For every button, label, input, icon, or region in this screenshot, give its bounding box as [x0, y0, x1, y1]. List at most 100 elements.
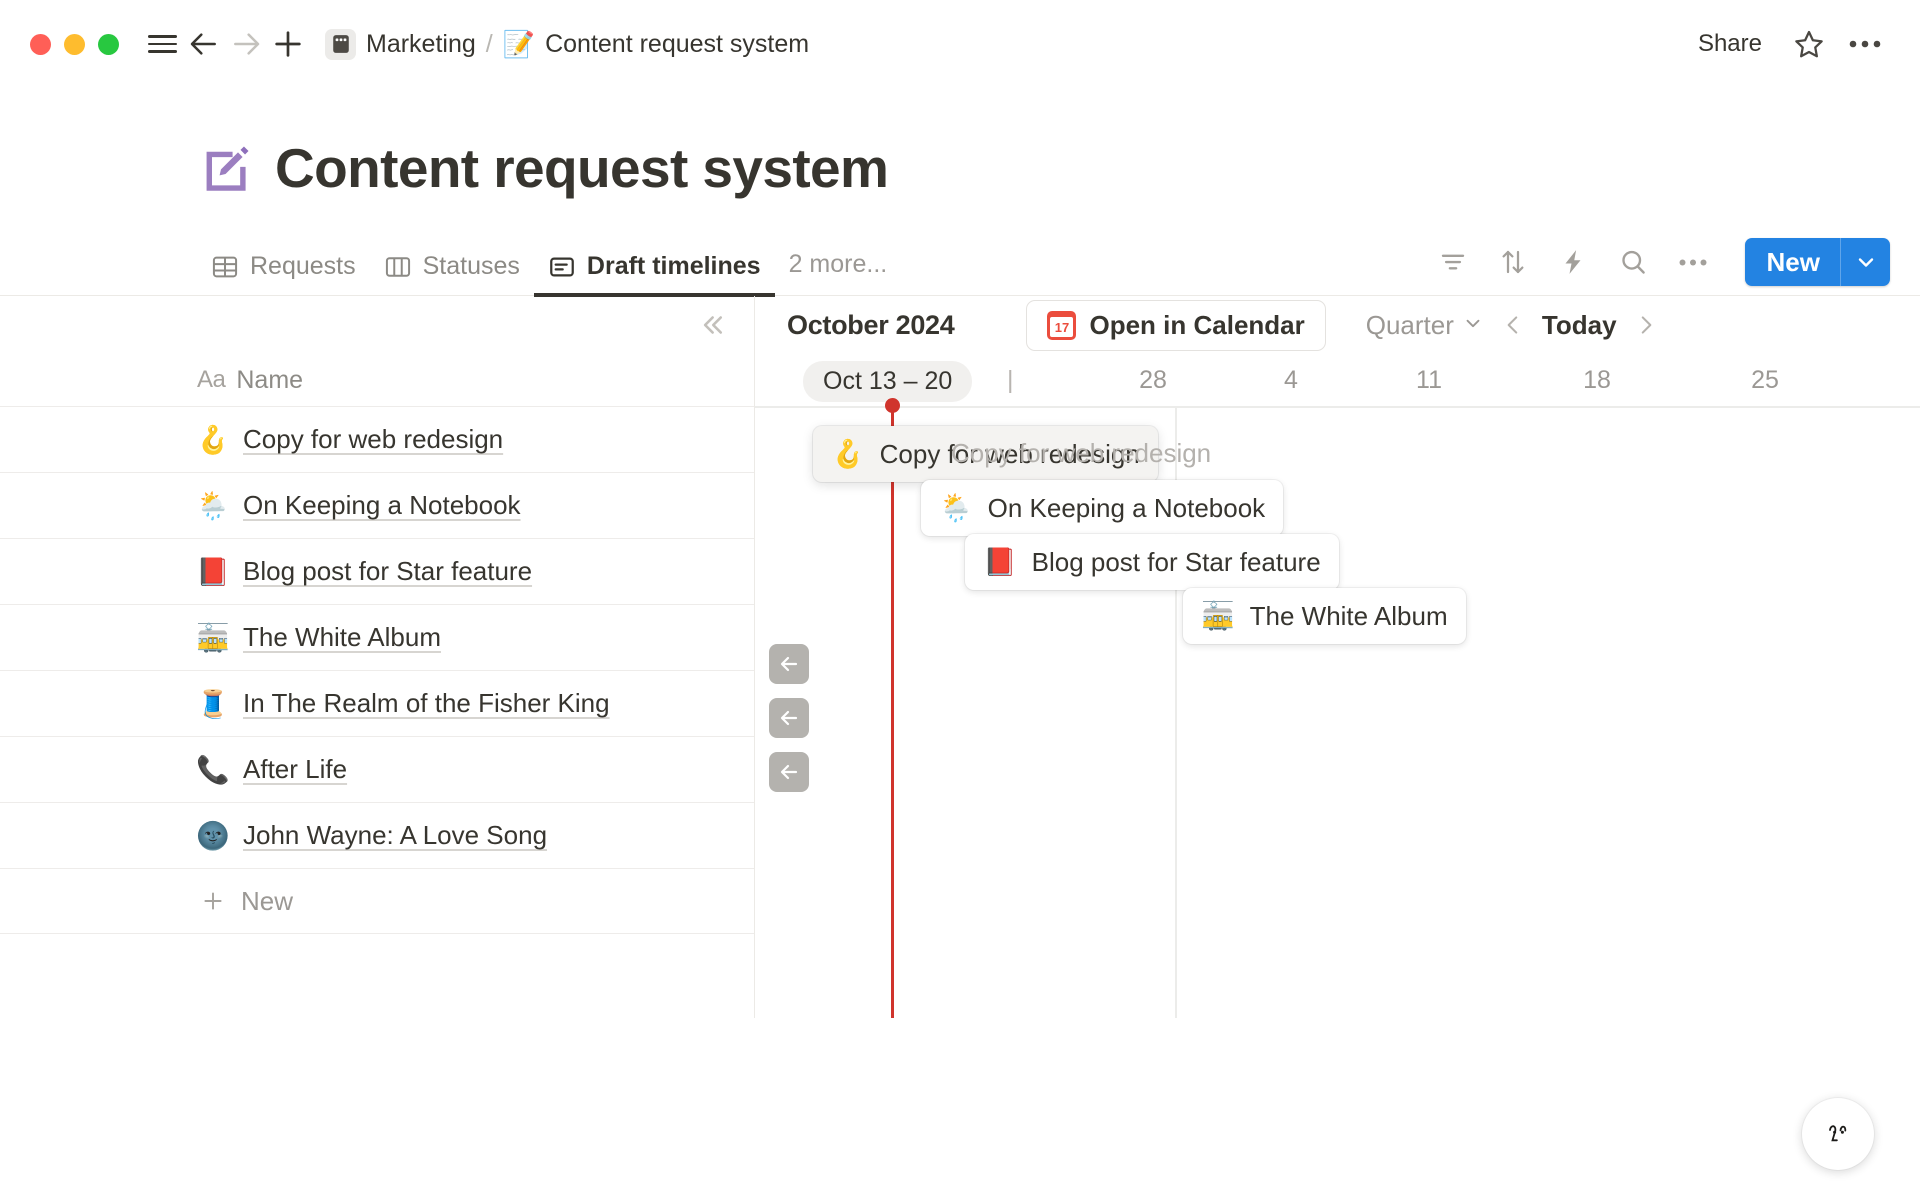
forward-arrow-icon[interactable]	[225, 23, 267, 65]
card-label: Blog post for Star feature	[1031, 546, 1321, 577]
list-item[interactable]: 🌚 John Wayne: A Love Song	[0, 802, 754, 868]
scale-tick: 11	[1416, 366, 1442, 394]
scale-tick: 25	[1751, 366, 1779, 394]
timeline-grid[interactable]: 🪝 Copy for web redesign Copy for web red…	[755, 398, 1920, 1018]
item-emoji: 📞	[196, 754, 230, 785]
scroll-to-item-chip[interactable]	[769, 644, 809, 684]
share-button[interactable]: Share	[1697, 30, 1762, 57]
new-row-label: New	[241, 885, 294, 916]
card-emoji: 🌦️	[939, 493, 973, 523]
filter-icon[interactable]	[1433, 242, 1473, 282]
new-page-icon[interactable]	[267, 23, 309, 65]
item-name: John Wayne: A Love Song	[243, 820, 548, 850]
breadcrumb-label: Marketing	[366, 29, 476, 58]
scale-tick: 4	[1284, 366, 1298, 394]
list-item[interactable]: 📕 Blog post for Star feature	[0, 538, 754, 604]
tab-requests[interactable]: Requests	[197, 238, 370, 295]
collapse-icon[interactable]	[692, 305, 732, 345]
timeline-card[interactable]: 📕 Blog post for Star feature	[965, 534, 1339, 590]
close-button[interactable]	[30, 33, 51, 55]
search-icon[interactable]	[1613, 242, 1653, 282]
list-item[interactable]: 📞 After Life	[0, 736, 754, 802]
zoom-button[interactable]	[98, 33, 119, 55]
scroll-to-item-chip[interactable]	[769, 752, 809, 792]
card-emoji: 📕	[983, 547, 1017, 577]
card-emoji: 🪝	[831, 439, 865, 469]
minimize-button[interactable]	[64, 33, 85, 55]
help-widget-button[interactable]	[1802, 1098, 1874, 1170]
star-icon[interactable]	[1788, 23, 1830, 65]
grid-line	[755, 406, 1920, 408]
timeline-card[interactable]: 🌦️ On Keeping a Notebook	[921, 480, 1284, 536]
list-item[interactable]: 🌦️ On Keeping a Notebook	[0, 472, 754, 538]
sidebar-toggle-icon[interactable]	[141, 23, 183, 65]
tab-label: Statuses	[422, 252, 520, 280]
new-button-group: New	[1744, 238, 1890, 286]
chevron-right-icon[interactable]	[1625, 304, 1667, 346]
item-name: On Keeping a Notebook	[243, 490, 521, 520]
today-button[interactable]: Today	[1541, 309, 1617, 340]
page-emoji-icon[interactable]	[197, 140, 253, 196]
item-emoji: 📕	[196, 556, 230, 587]
sort-icon[interactable]	[1493, 242, 1533, 282]
card-label: The White Album	[1249, 600, 1448, 631]
text-property-icon: Aa	[197, 366, 226, 393]
back-arrow-icon[interactable]	[183, 23, 225, 65]
scroll-to-item-chip[interactable]	[769, 698, 809, 738]
page-title: Content request system	[275, 137, 889, 199]
calendar-day: 17	[1050, 317, 1074, 337]
zoom-level-label: Quarter	[1365, 309, 1454, 340]
tab-more[interactable]: 2 more...	[788, 250, 888, 278]
breadcrumb-item-marketing[interactable]: Marketing	[319, 26, 482, 63]
board-icon	[384, 253, 412, 281]
today-marker-line	[884, 398, 900, 1018]
breadcrumb-label: Content request system	[545, 29, 810, 58]
left-panel-topbar	[0, 296, 754, 354]
more-icon[interactable]	[1844, 23, 1886, 65]
timeline-view: Aa Name 🪝 Copy for web redesign 🌦️ On Ke…	[0, 296, 1920, 1018]
tab-statuses[interactable]: Statuses	[370, 238, 534, 295]
plus-icon	[197, 888, 229, 914]
breadcrumb-item-content-request-system[interactable]: 📝 Content request system	[497, 26, 815, 63]
open-in-calendar-button[interactable]: 17 Open in Calendar	[1026, 299, 1326, 351]
breadcrumb-separator: /	[485, 29, 493, 58]
zoom-level-select[interactable]: Quarter	[1358, 306, 1492, 345]
card-label: On Keeping a Notebook	[987, 492, 1266, 523]
list-item[interactable]: 🧵 In The Realm of the Fisher King	[0, 670, 754, 736]
grid-line	[1175, 406, 1177, 1018]
scale-tick: 18	[1583, 366, 1611, 394]
timeline-card[interactable]: 🪝 Copy for web redesign	[813, 426, 1158, 482]
breadcrumb: Marketing / 📝 Content request system	[319, 26, 815, 63]
tab-draft-timelines[interactable]: Draft timelines	[533, 238, 775, 297]
scale-tick: 28	[1139, 366, 1167, 394]
timeline-date-scale: Oct 13 – 20 | 28 4 11 18 25	[755, 354, 1920, 406]
timeline-card[interactable]: 🚋 The White Album	[1183, 588, 1466, 644]
memo-emoji: 📝	[502, 28, 536, 59]
item-name: In The Realm of the Fisher King	[243, 688, 610, 718]
item-emoji: 🚋	[196, 622, 230, 653]
list-item[interactable]: 🪝 Copy for web redesign	[0, 406, 754, 472]
lightning-icon[interactable]	[1553, 242, 1593, 282]
chevron-down-icon	[1462, 310, 1484, 341]
new-button[interactable]: New	[1766, 246, 1820, 277]
date-range-pill[interactable]: Oct 13 – 20	[803, 361, 973, 402]
chevron-left-icon[interactable]	[1492, 304, 1534, 346]
timeline-month-label: October 2024	[787, 309, 955, 340]
item-emoji: 🧵	[196, 688, 230, 719]
card-emoji: 🚋	[1201, 601, 1235, 631]
scale-tick: |	[1007, 366, 1014, 394]
titlebar-actions: Share	[1686, 23, 1894, 65]
tab-label: Requests	[250, 252, 356, 280]
view-toolbar: New	[1433, 238, 1890, 295]
list-item[interactable]: 🚋 The White Album	[0, 604, 754, 670]
item-emoji: 🪝	[196, 424, 230, 455]
tab-label: Draft timelines	[586, 252, 761, 280]
view-more-icon[interactable]	[1673, 242, 1713, 282]
timeline-zoom-controls: Quarter Today	[1358, 304, 1667, 346]
new-row-button[interactable]: New	[0, 868, 754, 934]
chevron-down-icon[interactable]	[1840, 238, 1890, 286]
column-header-name[interactable]: Aa Name	[0, 354, 754, 406]
timeline-icon	[548, 253, 576, 281]
item-name: The White Album	[243, 622, 441, 652]
